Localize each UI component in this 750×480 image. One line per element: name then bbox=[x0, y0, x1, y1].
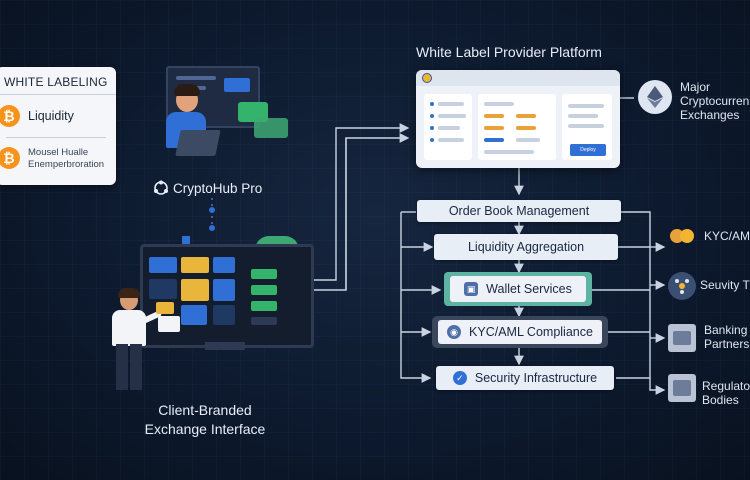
banking-label: Banking Partners bbox=[704, 323, 749, 351]
order-book-box: Order Book Management bbox=[417, 200, 621, 222]
chat-bubble-icon bbox=[238, 102, 268, 122]
chat-bubble-icon bbox=[254, 118, 288, 138]
wallet-services-box: ▣ Wallet Services bbox=[444, 272, 592, 306]
monitor-antenna bbox=[182, 236, 190, 246]
person-hair bbox=[174, 84, 200, 96]
security-provider-label: Seuvity T bbox=[700, 278, 750, 292]
client-caption-line2: Exchange Interface bbox=[144, 421, 266, 437]
banking-label-line2: Partners bbox=[704, 337, 750, 351]
white-labeling-card: WHITE LABELING ₿ Liquidity ₿ Mousel Hual… bbox=[0, 67, 116, 185]
regulatory-label-line1: Regulato bbox=[702, 379, 750, 393]
exchanges-label-line1: Major bbox=[680, 80, 711, 94]
developer-illustration bbox=[160, 66, 288, 166]
government-building-icon bbox=[668, 374, 696, 402]
kyc-aml-box: ◉ KYC/AML Compliance bbox=[432, 316, 608, 348]
white-labeling-title: WHITE LABELING bbox=[4, 75, 108, 89]
bitcoin-icon: ₿ bbox=[0, 105, 20, 127]
window-titlebar bbox=[416, 70, 620, 86]
deploy-button[interactable]: Deploy bbox=[570, 144, 606, 156]
exchanges-label-line2: Cryptocurren bbox=[680, 94, 750, 108]
monitor-stand bbox=[205, 342, 245, 350]
platform-title: White Label Provider Platform bbox=[416, 44, 602, 60]
logo-icon bbox=[422, 73, 432, 83]
divider bbox=[6, 137, 106, 138]
banking-label-line1: Banking bbox=[704, 323, 748, 337]
client-caption-line1: Client-Branded bbox=[158, 402, 252, 418]
provider-platform-window: Deploy bbox=[416, 70, 620, 168]
coins-icon bbox=[668, 222, 696, 250]
ethereum-icon bbox=[638, 80, 672, 114]
bank-icon bbox=[668, 324, 696, 352]
security-network-icon bbox=[668, 272, 696, 300]
garbled-line: Mousel Hualle bbox=[28, 147, 89, 158]
exchanges-label: Major Cryptocurren Exchanges bbox=[680, 80, 749, 122]
liquidity-label: Liquidity bbox=[28, 109, 74, 123]
bitcoin-icon: ₿ bbox=[0, 147, 20, 169]
garbled-line: Enemperbroration bbox=[28, 159, 105, 170]
security-label: Security Infrastructure bbox=[474, 371, 598, 385]
divider bbox=[0, 94, 116, 95]
laptop-icon bbox=[175, 130, 221, 156]
exchange-monitor bbox=[140, 244, 314, 348]
kyc-aml-label: KYC/AML Compliance bbox=[469, 325, 593, 339]
presenter-illustration bbox=[106, 286, 180, 394]
exchanges-label-line3: Exchanges bbox=[680, 108, 740, 122]
regulatory-label-line2: Bodies bbox=[702, 393, 739, 407]
shield-icon: ✓ bbox=[452, 371, 467, 385]
regulatory-label: Regulato Bodies bbox=[702, 379, 750, 407]
client-caption: Client-Branded Exchange Interface bbox=[120, 401, 290, 439]
wallet-services-label: Wallet Services bbox=[486, 282, 572, 296]
wallet-icon: ▣ bbox=[464, 282, 479, 296]
kyc-aml-provider-label: KYC/AM bbox=[704, 229, 750, 243]
id-badge-icon: ◉ bbox=[447, 325, 462, 339]
garbled-text-block: Mousel Hualle Enemperbroration bbox=[28, 147, 104, 171]
platform-main-panel bbox=[478, 94, 556, 160]
platform-sidebar bbox=[424, 94, 472, 160]
network-logo-icon bbox=[154, 180, 168, 195]
brand-name: CryptoHub Pro bbox=[173, 180, 263, 196]
liquidity-aggregation-box: Liquidity Aggregation bbox=[434, 234, 618, 260]
security-infrastructure-box: ✓ Security Infrastructure bbox=[436, 366, 614, 390]
brand-row: CryptoHub Pro bbox=[153, 180, 262, 196]
